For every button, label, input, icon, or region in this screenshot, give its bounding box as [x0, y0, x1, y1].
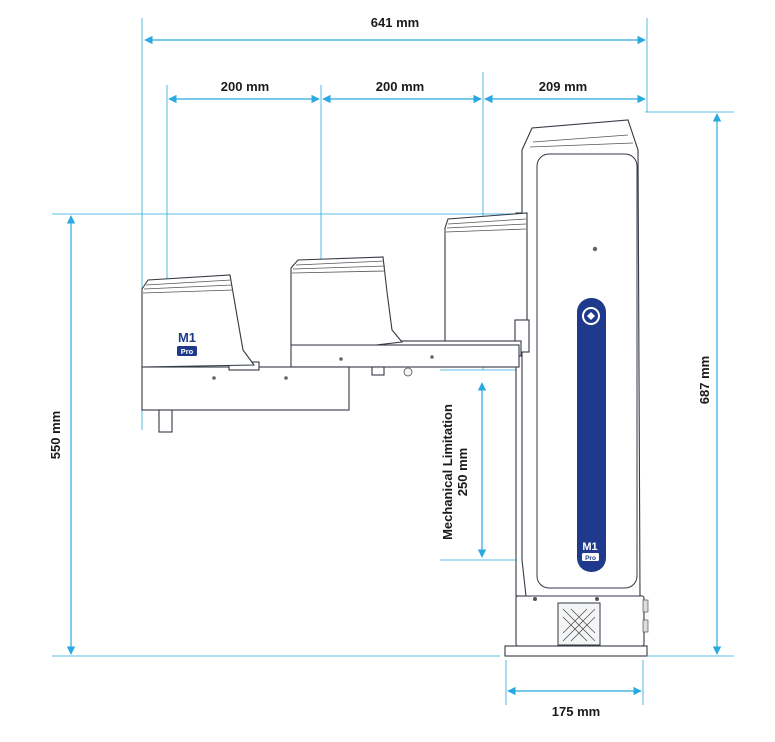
limitation-value-label: 250 mm: [455, 448, 470, 496]
brand-strip: M1 Pro: [577, 298, 606, 572]
dimension-arm-height: 550 mm: [48, 215, 76, 655]
total-height-label: 687 mm: [697, 356, 712, 404]
robot-base: [504, 595, 649, 657]
strip-variant-label: Pro: [585, 555, 596, 562]
arm1-label: 200 mm: [221, 79, 269, 94]
dimension-arm1: 200 mm: [168, 79, 320, 104]
dimension-base-width: 175 mm: [507, 686, 642, 719]
robot-arm1: [290, 212, 530, 368]
arm2-label: 200 mm: [376, 79, 424, 94]
dimension-arm2: 200 mm: [322, 79, 482, 104]
robot-arm2: [141, 256, 413, 411]
wrist-variant-label: Pro: [181, 347, 194, 356]
wrist-model-label: M1: [178, 330, 196, 345]
total-width-label: 641 mm: [371, 15, 419, 30]
limitation-title-label: Mechanical Limitation: [440, 404, 455, 540]
dimension-base-offset: 209 mm: [484, 79, 646, 104]
strip-model-label: M1: [582, 541, 597, 553]
dimension-mechanical-limitation: Mechanical Limitation 250 mm: [440, 382, 487, 558]
base-width-label: 175 mm: [552, 704, 600, 719]
base-offset-label: 209 mm: [539, 79, 587, 94]
dimension-total-width: 641 mm: [144, 15, 646, 45]
dimension-total-height: 687 mm: [697, 113, 722, 655]
arm-height-label: 550 mm: [48, 411, 63, 459]
robot-wrist: M1 Pro: [141, 274, 256, 433]
brand-logo-icon: [587, 312, 595, 320]
